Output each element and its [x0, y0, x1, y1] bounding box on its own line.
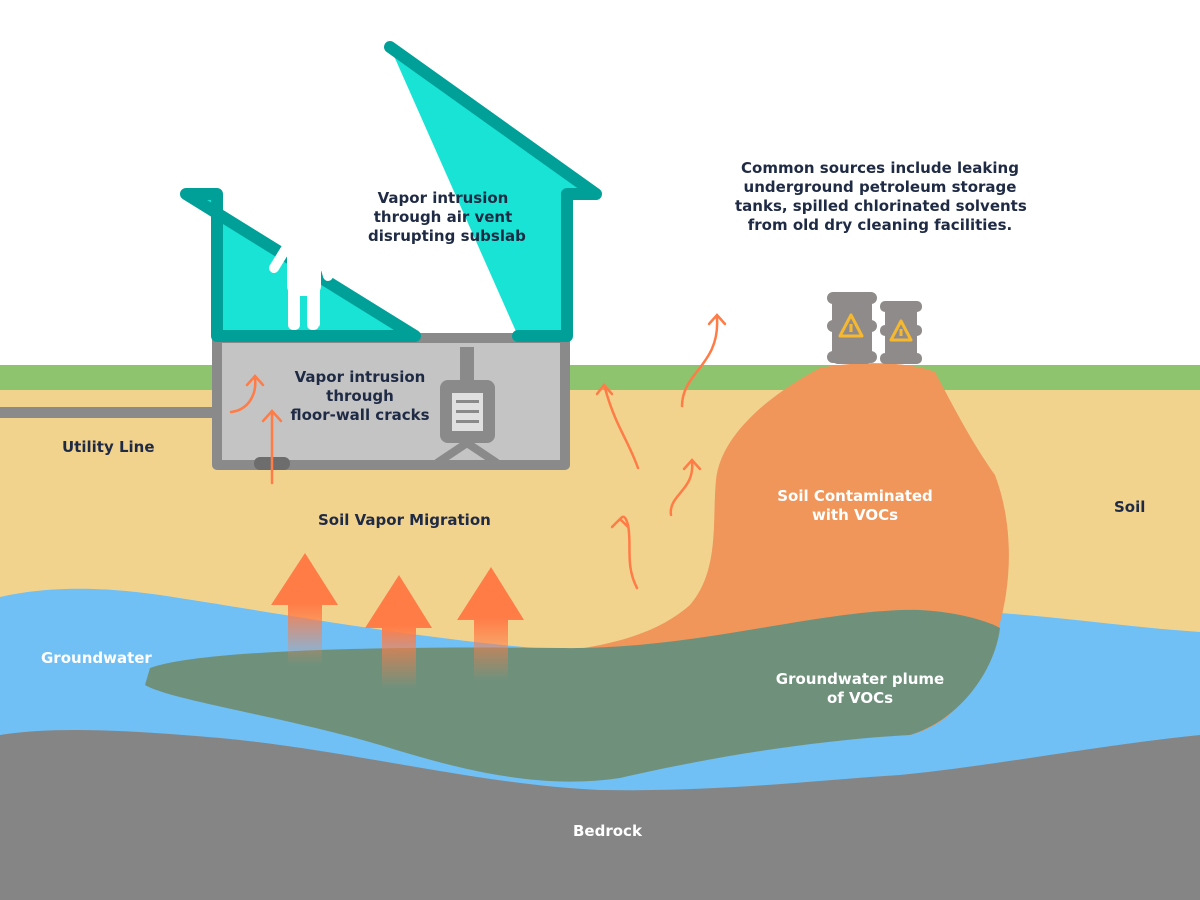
label-line: underground petroleum storage — [743, 178, 1017, 196]
groundwater-plume-label: Groundwater plume of VOCs — [770, 670, 950, 708]
label-line: tanks, spilled chlorinated solvents — [735, 197, 1027, 215]
label-line: Groundwater plume — [775, 670, 945, 688]
label-line: Soil Contaminated — [777, 487, 933, 505]
person-icon — [269, 206, 333, 330]
utility-line-label: Utility Line — [62, 438, 155, 456]
air-vent-label: Vapor intrusion through air vent disrupt… — [368, 189, 526, 246]
label-line: Vapor intrusion — [377, 189, 509, 207]
barrel-icon — [827, 292, 922, 364]
label-line: with VOCs — [811, 506, 899, 524]
bedrock-layer — [0, 729, 1200, 900]
bedrock-label: Bedrock — [573, 822, 642, 840]
groundwater-plume — [145, 609, 1000, 782]
label-line: of VOCs — [826, 689, 894, 707]
label-line: through air vent — [373, 208, 513, 226]
soil-contaminated-label: Soil Contaminated with VOCs — [770, 487, 940, 525]
vapor-puff-icon — [429, 264, 499, 329]
utility-line — [0, 407, 216, 418]
grass-layer — [0, 365, 1200, 390]
furnace-icon — [434, 347, 500, 467]
large-vapor-arrow-icon — [271, 553, 524, 688]
label-line: through — [326, 387, 394, 405]
label-line: disrupting subslab — [368, 227, 526, 245]
label-line: Common sources include leaking — [741, 159, 1019, 177]
soil-label: Soil — [1114, 498, 1146, 516]
hazard-icon — [838, 313, 913, 342]
sources-label: Common sources include leaking undergrou… — [735, 159, 1027, 235]
cracks-label: Vapor intrusion through floor-wall crack… — [285, 368, 435, 425]
label-line: Vapor intrusion — [294, 368, 426, 386]
label-line: from old dry cleaning facilities. — [747, 216, 1013, 234]
label-line: floor-wall cracks — [290, 406, 430, 424]
soil-vapor-migration-label: Soil Vapor Migration — [318, 511, 491, 529]
groundwater-label: Groundwater — [41, 649, 152, 667]
vapor-arrow-icon — [229, 313, 727, 590]
